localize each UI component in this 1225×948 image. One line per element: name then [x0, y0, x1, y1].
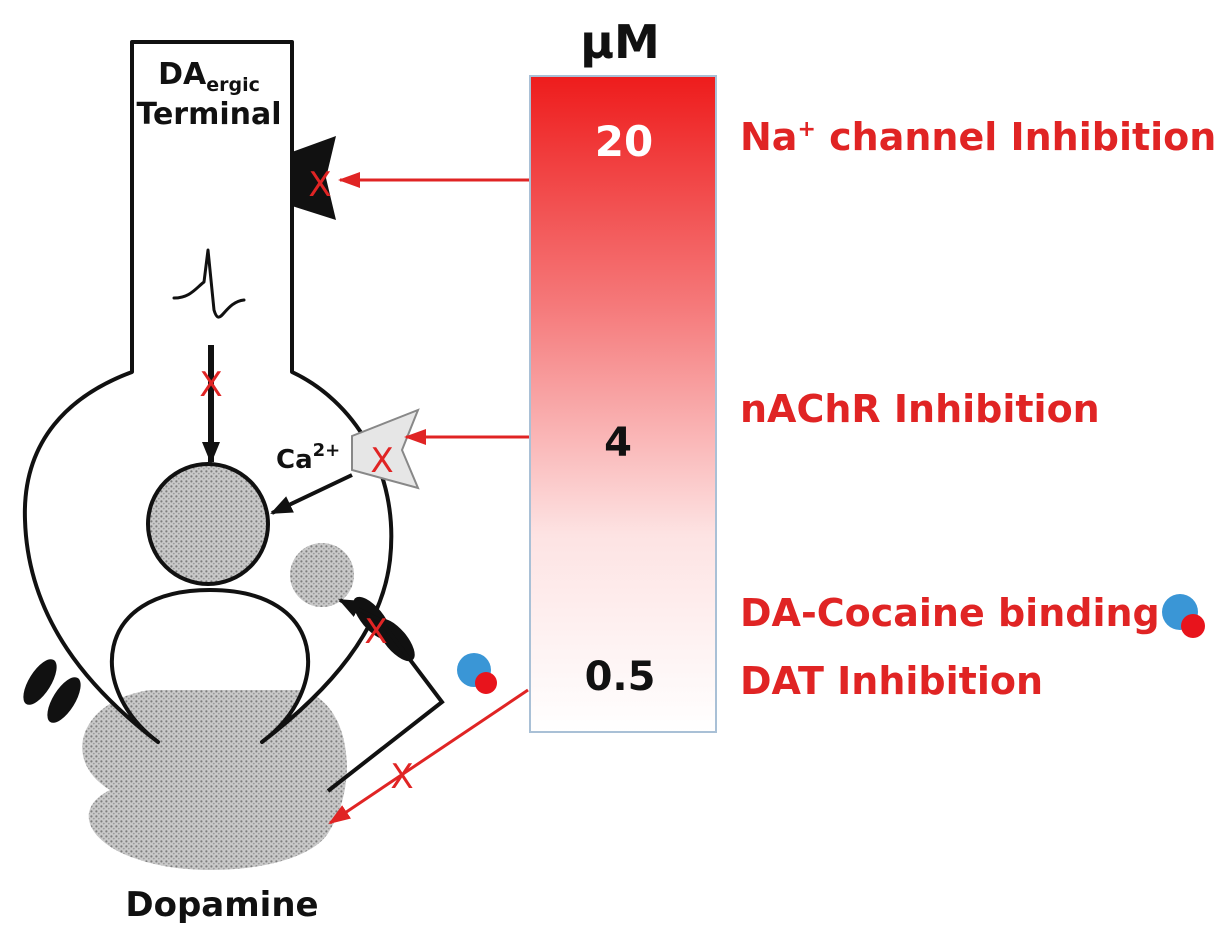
large-vesicle [146, 462, 270, 586]
small-vesicle [290, 543, 354, 607]
cocaine-molecule-icon [457, 653, 497, 694]
na-channel [292, 136, 336, 220]
block-mark-na: X [308, 165, 331, 205]
dopamine-label: Dopamine [125, 885, 318, 925]
dat-inhibition-label: DAT Inhibition [740, 659, 1043, 703]
membrane-channel-left [23, 659, 81, 723]
nachr-channel [351, 408, 420, 490]
block-mark-spike: X [199, 365, 222, 405]
na-channel-inhibition-label: Na+ channel Inhibition [740, 115, 1216, 159]
terminal-label-line2: Terminal [136, 97, 281, 132]
action-potential-icon [172, 248, 246, 319]
reuptake-arrow [338, 598, 381, 622]
terminal-label: DAergic [158, 57, 260, 96]
scale-value-low: 0.5 [585, 654, 656, 700]
calcium-arrow [270, 473, 353, 515]
dat-inhibition-arrow [328, 688, 529, 825]
block-mark-dat: X [364, 612, 387, 652]
calcium-label: Ca2+ [276, 440, 340, 475]
scale-value-high: 20 [595, 117, 653, 166]
cocaine-molecule-icon-legend [1162, 594, 1205, 638]
scale-unit: μM [580, 15, 660, 69]
block-mark-release: X [390, 757, 413, 797]
nachr-inhibition-label: nAChR Inhibition [740, 387, 1100, 431]
da-cocaine-binding-label: DA-Cocaine binding [740, 591, 1160, 635]
reuptake-path [326, 618, 445, 793]
block-mark-nachr: X [370, 441, 393, 481]
concentration-scale [529, 75, 717, 733]
scale-value-mid: 4 [604, 420, 632, 466]
